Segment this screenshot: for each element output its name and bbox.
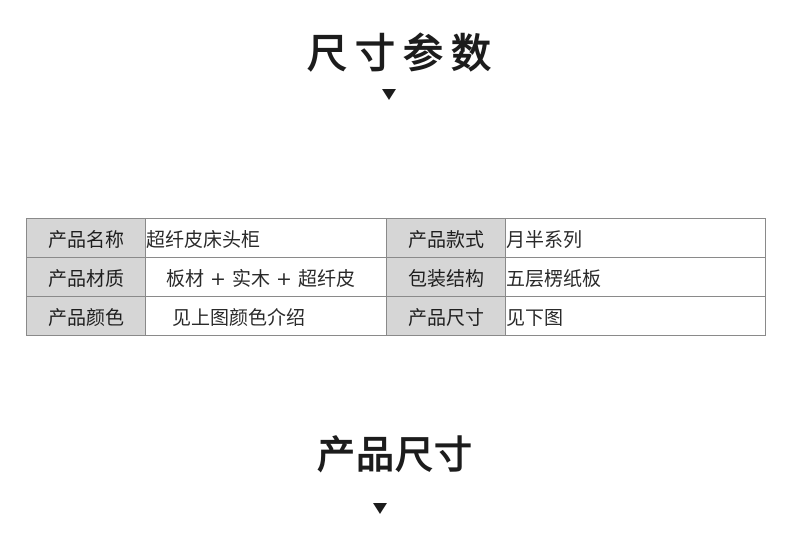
table-row: 产品材质 板材 + 实木 + 超纤皮 包装结构 五层楞纸板 xyxy=(26,257,766,297)
label-packaging: 包装结构 xyxy=(386,257,506,297)
value-packaging: 五层楞纸板 xyxy=(505,257,766,297)
value-product-name: 超纤皮床头柜 xyxy=(145,218,387,258)
triangle-down-icon xyxy=(382,89,396,100)
label-product-material: 产品材质 xyxy=(26,257,146,297)
value-product-size: 见下图 xyxy=(505,296,766,336)
label-product-color: 产品颜色 xyxy=(26,296,146,336)
spec-table: 产品名称 超纤皮床头柜 产品款式 月半系列 产品材质 板材 + 实木 + 超纤皮… xyxy=(26,218,766,336)
table-row: 产品名称 超纤皮床头柜 产品款式 月半系列 xyxy=(26,218,766,258)
table-row: 产品颜色 见上图颜色介绍 产品尺寸 见下图 xyxy=(26,296,766,336)
value-product-material: 板材 + 实木 + 超纤皮 xyxy=(145,257,387,297)
section-title-dimension-params: 尺寸参数 xyxy=(307,31,499,77)
section-title-product-size: 产品尺寸 xyxy=(316,433,473,477)
triangle-down-icon xyxy=(373,503,387,514)
label-product-style: 产品款式 xyxy=(386,218,506,258)
value-product-color: 见上图颜色介绍 xyxy=(145,296,387,336)
label-product-size: 产品尺寸 xyxy=(386,296,506,336)
value-product-style: 月半系列 xyxy=(505,218,766,258)
label-product-name: 产品名称 xyxy=(26,218,146,258)
